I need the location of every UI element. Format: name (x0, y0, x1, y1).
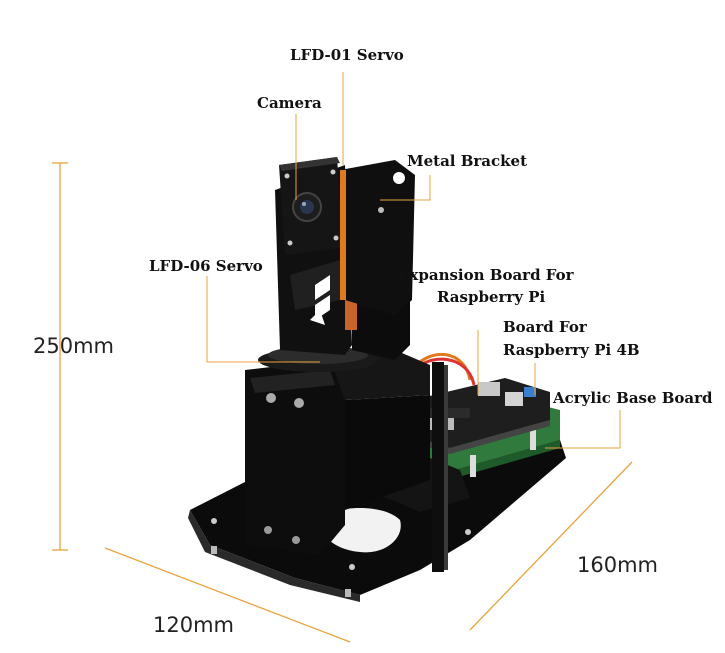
label-expansion-board-line2: Raspberry Pi (437, 288, 546, 306)
dimension-lines (52, 162, 633, 643)
label-metal-bracket: Metal Bracket (407, 152, 528, 170)
label-acrylic-base-board: Acrylic Base Board (553, 389, 713, 407)
metal-bracket (340, 160, 415, 315)
dimension-width: 120mm (153, 613, 234, 637)
label-pi-board-line1: Board For (503, 318, 587, 336)
camera-module (279, 157, 343, 255)
label-pi-board-line2: Raspberry Pi 4B (503, 341, 640, 359)
label-lfd01-servo: LFD-01 Servo (290, 46, 404, 64)
leader-lines (206, 72, 621, 449)
label-lfd06-servo: LFD-06 Servo (149, 257, 263, 275)
label-camera: Camera (257, 94, 322, 112)
dimension-depth: 160mm (577, 553, 658, 577)
dimension-height: 250mm (33, 334, 114, 358)
label-expansion-board-line1: Expansion Board For (398, 266, 574, 284)
support-post (432, 362, 448, 572)
